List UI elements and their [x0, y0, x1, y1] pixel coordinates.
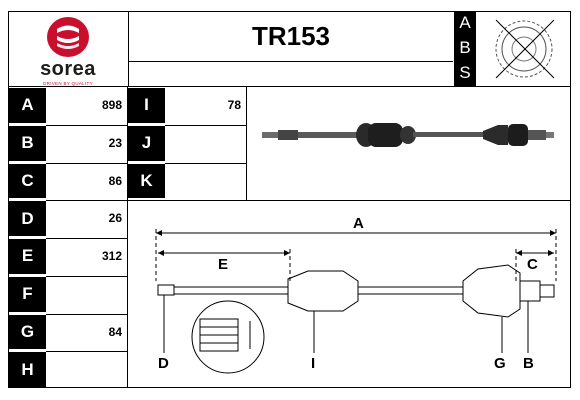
row-divider [46, 200, 127, 202]
dimension-label-d: D [158, 355, 169, 372]
spec-letter: H [9, 352, 46, 387]
spec-letter: K [128, 163, 165, 199]
spec-letter: I [128, 88, 165, 123]
dimension-label-i: I [311, 355, 316, 372]
table-divider-right [246, 86, 247, 200]
dimension-label-e: E [218, 256, 229, 273]
spec-value: 898 [101, 98, 122, 112]
row-divider [46, 275, 127, 277]
part-number-title: TR153 [251, 20, 331, 51]
spec-letter: F [9, 276, 46, 312]
dimension-label-b: B [523, 355, 534, 372]
row-divider [46, 124, 127, 126]
row-divider [165, 124, 246, 126]
abs-letter: S [459, 63, 471, 82]
header-bottom-line [8, 86, 571, 87]
dimension-label-g: G [494, 355, 506, 372]
spec-sheet-frame [8, 11, 571, 388]
dimension-label-a: A [353, 215, 364, 232]
brand-tagline: DRIVEN BY QUALITY [43, 81, 93, 86]
row-divider [46, 313, 127, 315]
brand-name: sorea [40, 58, 96, 80]
spec-letter: D [9, 201, 46, 236]
spec-letter: B [9, 125, 46, 161]
abs-letters: A B S [454, 11, 476, 86]
spec-value: 312 [101, 249, 122, 263]
header-divider [128, 11, 129, 86]
table-divider [127, 86, 128, 388]
brand-logo: sorea DRIVEN BY QUALITY [9, 12, 127, 86]
abs-letter: A [459, 13, 471, 32]
row-divider [165, 162, 246, 164]
dimension-drawing [155, 229, 557, 374]
spec-letter: G [9, 314, 46, 350]
header-underline [128, 61, 453, 62]
spec-letter: C [9, 163, 46, 199]
spec-value: 23 [108, 135, 122, 150]
abs-ring-crossed-icon [495, 19, 555, 79]
spec-value: 26 [108, 211, 122, 226]
dimension-label-c: C [527, 256, 538, 273]
spec-value: 86 [108, 173, 122, 188]
spec-value: 84 [108, 324, 122, 339]
row-divider [46, 162, 127, 164]
row-divider [46, 351, 127, 353]
spec-letter: J [128, 125, 165, 161]
diagram-top-line [128, 200, 571, 201]
sorea-logo-icon [47, 17, 89, 57]
driveshaft-photo [262, 123, 554, 147]
spec-letter: A [9, 88, 46, 123]
abs-letter: B [459, 38, 471, 57]
row-divider [46, 238, 127, 239]
spec-letter: E [9, 239, 46, 274]
spec-value: 78 [227, 98, 241, 112]
